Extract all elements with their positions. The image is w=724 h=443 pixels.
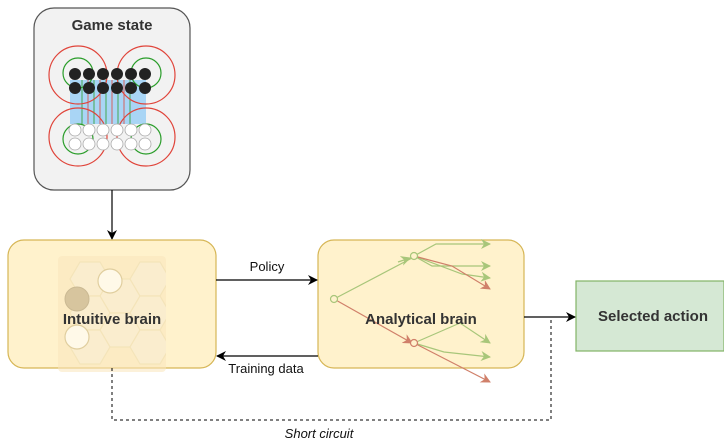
edge-training-data-label: Training data: [228, 361, 304, 376]
analytical-brain-node: Analytical brain: [317, 239, 525, 383]
edge-short-circuit: [111, 317, 552, 421]
game-state-node: Game state: [33, 7, 191, 191]
edge-short-circuit-label: Short circuit: [285, 426, 355, 441]
game-state-label: Game state: [72, 17, 153, 34]
analytical-brain-label: Analytical brain: [365, 311, 477, 328]
board-icon: [48, 45, 176, 167]
selected-action-node: Selected action: [575, 280, 724, 352]
intuitive-brain-label: Intuitive brain: [63, 311, 161, 328]
edge-policy-label: Policy: [250, 259, 285, 274]
selected-action-box: [575, 280, 724, 352]
analytical-brain-box: [317, 239, 525, 369]
intuitive-brain-node: Intuitive brain: [7, 239, 217, 372]
hex-board-icon: [58, 256, 166, 372]
selected-action-label: Selected action: [598, 308, 708, 325]
search-tree-icon: [329, 239, 491, 383]
